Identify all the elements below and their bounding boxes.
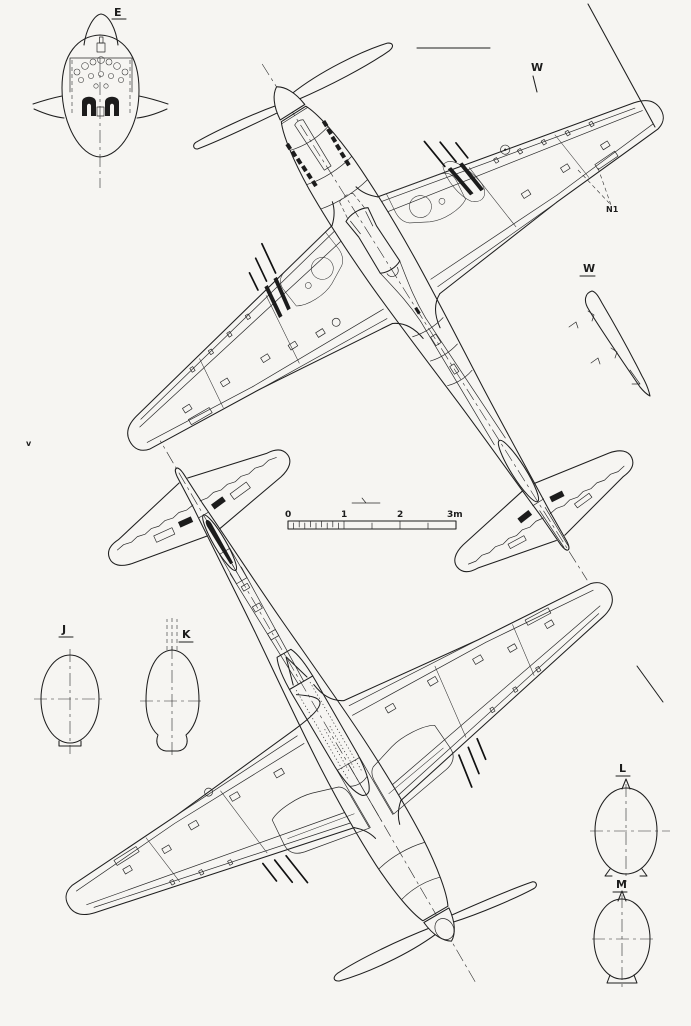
upper-pitot-tube <box>587 3 656 128</box>
instrument-panel <box>69 36 133 117</box>
gun-barrels <box>423 140 469 168</box>
cowl-panel-lines <box>378 842 441 901</box>
gun-barrels <box>261 854 309 884</box>
section-k: K <box>140 616 204 757</box>
radio-mast <box>414 306 421 315</box>
section-l-label: L <box>619 762 626 775</box>
section-l: L <box>590 762 670 882</box>
fin-base <box>621 778 631 790</box>
spar-position-marks <box>587 310 618 359</box>
section-j: J <box>34 623 106 754</box>
right-wing <box>355 100 664 329</box>
section-crosshair <box>34 649 106 754</box>
scale-bar: 0 1 2 3m <box>285 497 463 530</box>
lower-aircraft-bottom-view <box>65 440 613 982</box>
annotations: W N1 v <box>26 3 664 703</box>
scale-tick-2: 2 <box>397 510 403 520</box>
fuselage-centerline <box>261 63 588 581</box>
cowl-panel-lines <box>289 126 368 210</box>
stray-mark: v <box>26 439 32 448</box>
scale-tick-1: 1 <box>341 510 347 520</box>
wing-airfoil-profile <box>584 290 651 397</box>
section-crosshair <box>590 784 670 882</box>
wing-station-w-label: W <box>531 61 543 74</box>
right-stabilizer <box>108 482 209 566</box>
fuselage-outline <box>280 105 570 551</box>
left-wing <box>313 582 613 825</box>
section-crosshair <box>140 646 204 757</box>
fuselage-section-outline <box>145 649 200 752</box>
fuselage-section-outline <box>61 34 140 158</box>
fin-and-rudder <box>420 317 569 548</box>
rudder-pedal-right <box>105 96 119 116</box>
spinner <box>273 86 306 121</box>
fuselage-outline <box>174 467 449 922</box>
rear-fuselage-frames <box>412 317 473 387</box>
tail-fairing-feet <box>604 868 648 877</box>
gun-barrels <box>248 242 277 291</box>
airfoil-section-w: W <box>568 262 651 397</box>
canopy <box>339 193 426 322</box>
antenna-mast-phantom <box>166 616 178 650</box>
gunsight <box>96 42 106 53</box>
carburetor-intake <box>294 119 332 171</box>
left-stabilizer <box>454 490 557 573</box>
aileron-mark <box>629 369 641 385</box>
fin-and-rudder <box>198 511 305 685</box>
gear-door-lines <box>336 757 394 828</box>
left-stabilizer <box>187 449 291 530</box>
airfoil-w-label: W <box>583 262 595 275</box>
canopy-hump <box>83 13 119 46</box>
right-wing <box>65 694 377 916</box>
radiator-scoop <box>276 648 370 796</box>
section-e-view: E <box>32 6 169 188</box>
scale-tick-0: 0 <box>285 510 291 520</box>
section-k-label: K <box>182 628 191 641</box>
rudder-pedal-left <box>82 96 96 116</box>
section-m: M <box>592 878 654 988</box>
left-wing <box>127 201 424 451</box>
n1-label: N1 <box>606 205 619 214</box>
n1-leader-lines <box>577 167 612 206</box>
tailwheel-fairing <box>606 974 638 984</box>
belly-hatches <box>240 582 280 641</box>
gun-barrels <box>458 737 487 788</box>
exhaust-stacks <box>285 120 351 188</box>
section-m-label: M <box>616 878 627 891</box>
fin-base <box>617 890 627 902</box>
section-j-label: J <box>61 623 66 636</box>
scale-note-mark <box>351 497 381 504</box>
lower-pitot-tube <box>636 665 664 703</box>
w-leader-line <box>532 75 538 93</box>
right-stabilizer <box>533 450 634 536</box>
section-crosshair <box>592 895 654 988</box>
upper-aircraft-top-view <box>127 42 664 581</box>
wing-root-stubs <box>32 95 169 119</box>
section-e-label: E <box>114 6 122 19</box>
scale-tick-3m: 3m <box>447 510 463 520</box>
